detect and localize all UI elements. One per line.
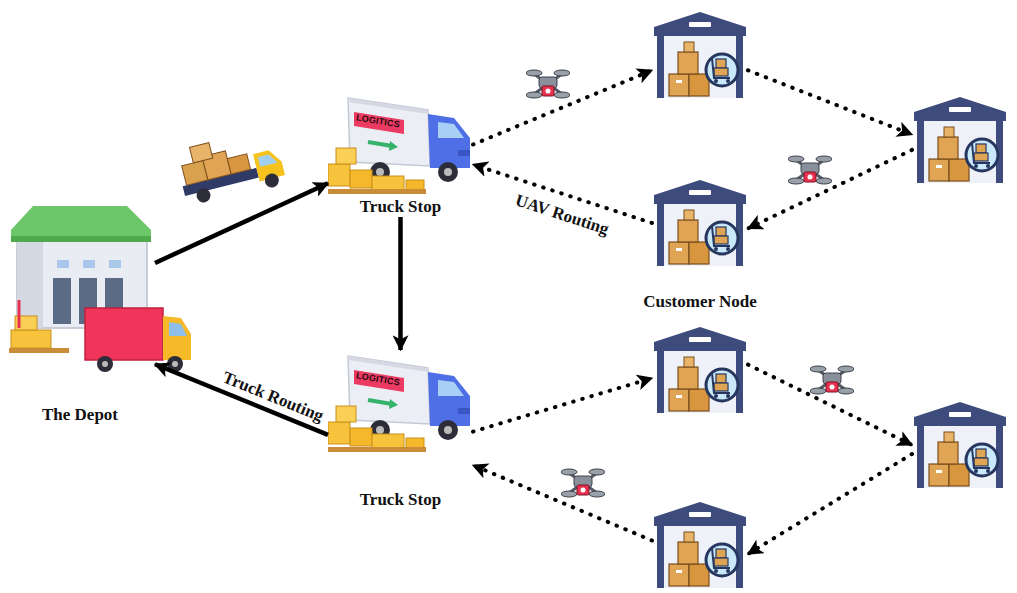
node-label: The Depot (42, 405, 118, 425)
uav-route-arrow (748, 454, 912, 554)
truck-stop-node-art (328, 350, 473, 455)
truck-logo-text: LOGITICS (355, 112, 400, 129)
uav-icon (810, 366, 854, 394)
customer-node-art (652, 500, 748, 590)
route-label: Truck Routing (219, 368, 326, 427)
truck-stop-node-icon (328, 356, 470, 452)
customer-node-icon (654, 12, 746, 98)
customer-node-art (912, 95, 1008, 185)
customer-node-art (652, 178, 748, 268)
customer-node-art (652, 10, 748, 100)
customer-node-art (652, 325, 748, 415)
depot-node-icon (9, 206, 191, 372)
uav-icon (561, 469, 605, 497)
customer-node-icon (914, 402, 1006, 488)
customer-node-icon (914, 97, 1006, 183)
customer-node-icon (654, 502, 746, 588)
customer-node-icon (654, 180, 746, 266)
node-label: Truck Stop (360, 490, 441, 510)
truck-stop-node: Truck Stop (328, 92, 473, 217)
truck-route-arrow (155, 183, 328, 263)
uav-route-arrow (748, 150, 912, 229)
customer-node-art (912, 400, 1008, 490)
uav-route-arrow (473, 465, 652, 540)
truck-stop-node-icon (328, 98, 470, 194)
node-label: Truck Stop (360, 197, 441, 217)
customer-node (652, 500, 748, 590)
uav-route-arrow (748, 70, 912, 134)
truck-route-arrow (155, 364, 328, 435)
node-label: Customer Node (643, 292, 756, 312)
customer-node (652, 325, 748, 415)
customer-node (652, 10, 748, 100)
customer-node-icon (654, 327, 746, 413)
truck-stop-node: Truck Stop (328, 350, 473, 510)
truck-logo-text: LOGITICS (355, 370, 400, 387)
depot-node: The Depot (5, 200, 155, 425)
customer-node (912, 400, 1008, 490)
depot-node-art (5, 200, 195, 380)
truck-route-arrow (398, 217, 403, 350)
uav-icon (526, 70, 570, 98)
customer-node: Customer Node (652, 178, 748, 268)
uav-route-arrow (473, 70, 652, 144)
truck-stop-node-art (328, 92, 473, 197)
delivery-truck-icon (174, 127, 287, 209)
uav-route-arrow (473, 378, 652, 432)
customer-node (912, 95, 1008, 185)
uav-route-arrow (748, 365, 912, 445)
route-label: UAV Routing (513, 190, 612, 239)
uav-icon (788, 156, 832, 184)
